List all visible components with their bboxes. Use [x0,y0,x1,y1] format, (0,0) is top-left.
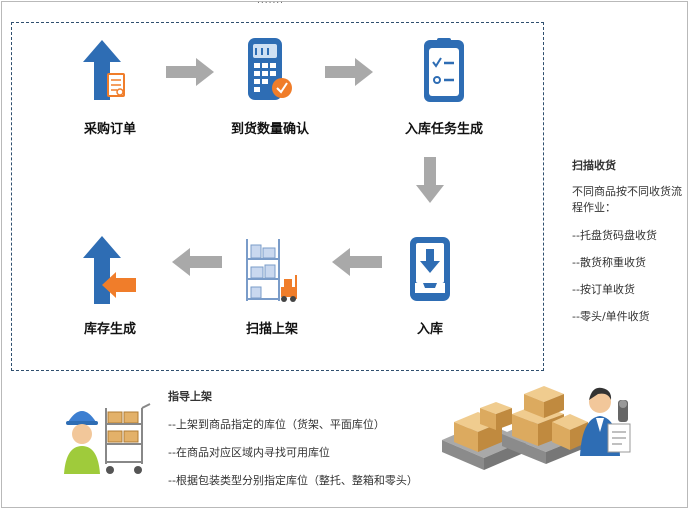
calculator-icon [210,30,330,110]
node-scan-shelving: 扫描上架 [212,230,332,337]
node-label: 库存生成 [83,322,136,337]
panel-title: 扫描收货 [572,159,616,172]
boxes-scanner-illustration [442,386,631,470]
arrow-right-2 [325,58,373,86]
purchase-order-icon [50,30,170,110]
node-label: 入库任务生成 [404,122,483,137]
guide-shelving-panel: 指导上架 --上架到商品指定的库位（货架、平面库位） --在商品对应区域内寻找可… [168,388,418,500]
panel-item: --上架到商品指定的库位（货架、平面库位） [168,418,385,431]
node-label: 扫描上架 [245,322,298,337]
inventory-arrow-icon [50,230,170,310]
node-label: 入库 [416,322,443,337]
arrow-left-2 [172,248,222,276]
node-inventory-generate: 库存生成 [50,230,170,337]
node-label: 到货数量确认 [230,122,309,137]
node-label: 采购订单 [83,122,136,137]
panel-item: --托盘货码盘收货 [572,229,657,242]
panel-description: 不同商品按不同收货流程作业： [572,185,682,214]
node-inbound: 入库 [370,230,490,337]
panel-item: --在商品对应区域内寻找可用库位 [168,446,330,459]
panel-title: 指导上架 [168,390,212,403]
panel-item: --按订单收货 [572,283,635,296]
inbound-tray-icon [370,230,490,310]
worker-cart-illustration [64,403,151,474]
checklist-icon [384,30,504,110]
arrow-right-1 [166,58,214,86]
panel-item: --零头/单件收货 [572,310,650,323]
node-purchase-order: 采购订单 [50,30,170,137]
node-arrival-confirm: 到货数量确认 [210,30,330,137]
scan-receive-panel: 扫描收货 不同商品按不同收货流程作业： --托盘货码盘收货 --散货称重收货 -… [572,158,684,336]
panel-item: --散货称重收货 [572,256,646,269]
flow-dashed-box [11,22,544,371]
shelf-forklift-icon [212,230,332,310]
arrow-down [416,157,444,203]
top-dots: ....... [257,0,285,6]
panel-item: --根据包装类型分别指定库位（整托、整箱和零头） [168,474,418,487]
node-task-generate: 入库任务生成 [384,30,504,137]
arrow-left-1 [332,248,382,276]
